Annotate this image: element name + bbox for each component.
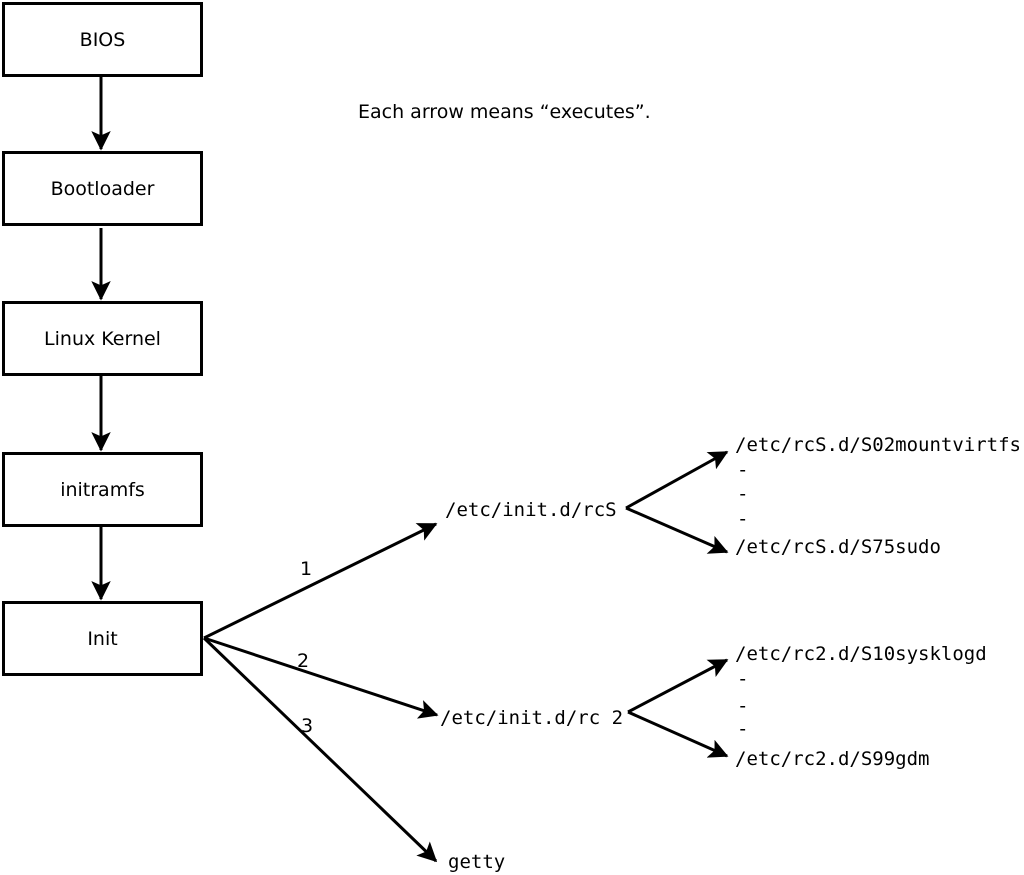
rcs-child-s02mountvirtfs: /etc/rcS.d/S02mountvirtfs xyxy=(735,434,1021,456)
box-initramfs: initramfs xyxy=(2,452,203,527)
node-rc2-script: /etc/init.d/rc 2 xyxy=(440,707,624,729)
edge-label-3: 3 xyxy=(301,715,314,737)
box-bootloader-label: Bootloader xyxy=(50,177,155,200)
rc2-child-ellipsis-dash-3: - xyxy=(737,718,749,740)
box-init-label: Init xyxy=(87,627,118,650)
arrow-rcs-to-s02mountvirtfs xyxy=(625,450,729,510)
edge-label-1: 1 xyxy=(300,558,313,580)
box-linux-kernel-label: Linux Kernel xyxy=(44,327,161,350)
arrow-init-to-getty xyxy=(202,636,438,863)
rc2-child-s99gdm: /etc/rc2.d/S99gdm xyxy=(735,748,930,770)
rcs-child-ellipsis-dash-1: - xyxy=(737,459,749,481)
rcs-child-ellipsis-dash-3: - xyxy=(737,508,749,530)
arrow-rcs-to-s75sudo xyxy=(625,506,729,554)
node-getty: getty xyxy=(448,851,506,873)
box-bootloader: Bootloader xyxy=(2,151,203,226)
node-rcs-script: /etc/init.d/rcS xyxy=(445,499,617,521)
arrow-init-to-rcs xyxy=(203,522,438,640)
box-bios-label: BIOS xyxy=(79,28,126,51)
rcs-child-s75sudo: /etc/rcS.d/S75sudo xyxy=(735,536,941,558)
box-linux-kernel: Linux Kernel xyxy=(2,301,203,376)
rc2-child-ellipsis-dash-1: - xyxy=(737,668,749,690)
edge-label-2: 2 xyxy=(297,650,310,672)
note-arrow-meaning: Each arrow means “executes”. xyxy=(358,101,651,123)
rc2-child-s10sysklogd: /etc/rc2.d/S10sysklogd xyxy=(735,643,987,665)
rcs-child-ellipsis-dash-2: - xyxy=(737,483,749,505)
arrow-rc2-to-s99gdm xyxy=(627,710,729,758)
box-initramfs-label: initramfs xyxy=(60,478,145,501)
box-bios: BIOS xyxy=(2,2,203,77)
box-init: Init xyxy=(2,601,203,676)
rc2-child-ellipsis-dash-2: - xyxy=(737,695,749,717)
arrow-init-to-rc2 xyxy=(203,636,439,719)
arrow-rc2-to-s10sysklogd xyxy=(627,658,729,714)
